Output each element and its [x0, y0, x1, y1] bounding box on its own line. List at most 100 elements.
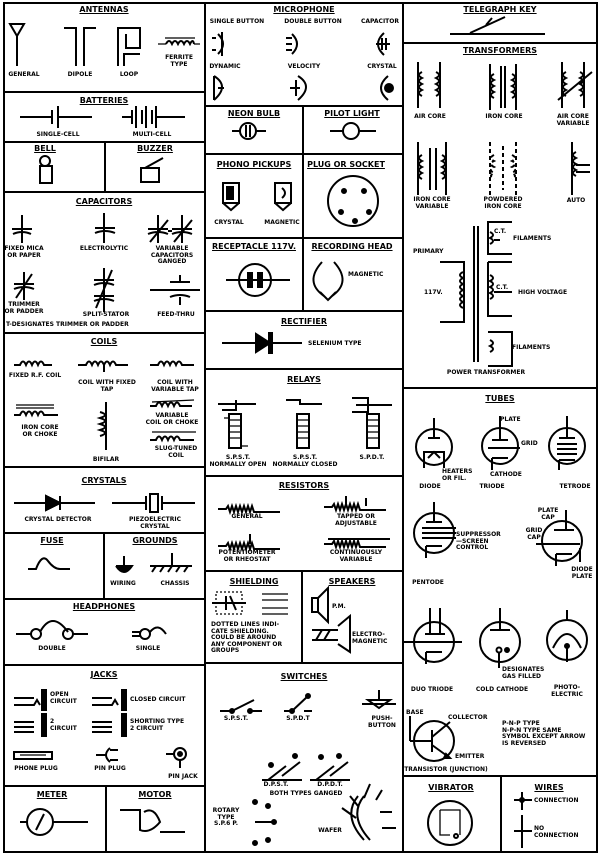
label-grid: GRID: [521, 440, 538, 447]
label-fixed-tap: COIL WITH FIXED TAP: [78, 379, 136, 393]
transformer-powdered-icon: [489, 142, 517, 195]
label-pm: P.M.: [332, 603, 346, 610]
label-air-core-variable: AIR CORE VARIABLE: [556, 113, 590, 127]
mic-crystal-icon: [380, 75, 394, 101]
label-phono-magnetic: MAGNETIC: [264, 219, 300, 226]
label-res-pot: POTENTIOMETER OR RHEOSTAT: [218, 549, 276, 563]
label-mic-capacitor: CAPACITOR: [361, 18, 399, 25]
label-power-transformer: POWER TRANSFORMER: [446, 369, 526, 376]
label-single-cell: SINGLE-CELL: [36, 131, 80, 138]
resistor-tapped-icon: [324, 496, 386, 514]
label-emitter: EMITTER: [455, 753, 485, 760]
transformer-iron-variable-icon: [417, 142, 447, 195]
mic-velocity-icon: [290, 75, 307, 101]
label-auto: AUTO: [566, 197, 586, 204]
plug-title: PLUG OR SOCKET: [307, 160, 385, 169]
label-electromagnetic: ELECTRO- MAGNETIC: [352, 631, 388, 645]
switch-wafer-icon: [341, 783, 396, 841]
label-triode: TRIODE: [479, 483, 505, 490]
mic-dynamic-icon: [213, 75, 224, 101]
label-iron-core-variable: IRON CORE VARIABLE: [413, 196, 451, 210]
label-filaments-2: FILAMENTS: [512, 344, 551, 351]
capacitor-trimmer-icon: [13, 272, 35, 300]
capacitor-fixed-icon: [12, 215, 32, 243]
capacitors-title: CAPACITORS: [75, 197, 133, 206]
coil-variable-tap-icon: [150, 360, 194, 368]
plug-socket-icon: [327, 175, 379, 227]
shielding-note: DOTTED LINES INDI- CATE SHIELDING. COULD…: [211, 621, 283, 654]
bell-title: BELL: [34, 144, 56, 153]
speakers-title: SPEAKERS: [328, 577, 376, 586]
capacitors-note: T-DESIGNATES TRIMMER OR PADDER: [6, 321, 129, 328]
switch-pushbutton-icon: [362, 690, 396, 710]
label-primary: PRIMARY: [413, 248, 444, 255]
panel-wires: [500, 775, 598, 853]
label-spdt: S.P.D.T: [286, 715, 310, 722]
label-ct-1: C.T.: [494, 228, 507, 235]
label-wafer: WAFER: [318, 827, 342, 834]
capacitor-feedthru-icon: [150, 275, 200, 305]
label-gas-filled: DESIGNATES GAS FILLED: [502, 666, 545, 680]
relay-spdt-icon: [352, 397, 392, 449]
jack-open-icon: [14, 689, 47, 711]
transformer-auto-icon: [571, 142, 590, 195]
label-iron-core: IRON CORE: [485, 113, 523, 120]
wire-no-connection-icon: [514, 815, 532, 848]
label-no-connection: NO CONNECTION: [534, 825, 579, 839]
resistor-variable-icon: [324, 537, 390, 551]
wire-connection-icon: [514, 792, 532, 810]
resistor-general-icon: [218, 502, 280, 516]
ground-chassis-icon: [150, 553, 192, 573]
rectifier-icon: [222, 332, 302, 354]
label-base: BASE: [406, 709, 424, 716]
grounds-title: GROUNDS: [132, 536, 178, 545]
label-grid-cap: GRID CAP: [525, 527, 543, 541]
label-spst: S.P.S.T.: [223, 715, 249, 722]
recording-title: RECORDING HEAD: [311, 242, 393, 251]
neon-title: NEON BULB: [227, 109, 281, 118]
label-ganged: BOTH TYPES GANGED: [269, 790, 343, 797]
recording-head-icon: [312, 261, 344, 302]
speaker-pm-icon: [311, 585, 329, 625]
power-transformer-icon: [440, 221, 513, 367]
label-open-circuit: OPEN CIRCUIT: [50, 691, 77, 705]
tube-diode-triode-icon: [536, 510, 583, 566]
phone-plug-icon: [13, 751, 53, 760]
neon-bulb-icon: [232, 122, 266, 140]
relay-nc-icon: [286, 399, 322, 449]
crystal-detector-icon: [14, 494, 95, 512]
label-2-circuit: 2 CIRCUIT: [50, 718, 77, 732]
buzzer-title: BUZZER: [137, 144, 173, 153]
capacitor-electrolytic-icon: [94, 213, 116, 243]
label-variable-tap: COIL WITH VARIABLE TAP: [151, 379, 199, 393]
tube-diode-icon: [415, 418, 453, 468]
jack-shorting-icon: [92, 713, 127, 737]
label-pentode: PENTODE: [412, 579, 444, 586]
battery-single-icon: [20, 106, 92, 128]
label-multi-cell: MULTI-CELL: [132, 131, 172, 138]
label-heaters: HEATERS OR FIL.: [442, 468, 473, 482]
antenna-ferrite-icon: [158, 37, 200, 47]
label-cold-cathode: COLD CATHODE: [475, 686, 529, 693]
label-pin-plug: PIN PLUG: [94, 765, 126, 772]
coil-bifilar-icon: [96, 402, 107, 450]
fuse-icon: [28, 557, 70, 570]
label-res-tapped: TAPPED OR ADJUSTABLE: [335, 513, 377, 527]
transformer-iron-icon: [489, 64, 517, 110]
label-phono-crystal: CRYSTAL: [214, 219, 244, 226]
pilot-title: PILOT LIGHT: [324, 109, 380, 118]
label-iron-core-choke: IRON CORE OR CHOKE: [21, 424, 59, 438]
transformer-air-icon: [417, 62, 441, 108]
label-push: PUSH- BUTTON: [368, 715, 396, 729]
label-relay-spdt: S.P.D.T.: [359, 454, 385, 461]
tube-pentode-icon: [413, 502, 456, 558]
label-split-stator: SPLIT-STATOR: [82, 311, 130, 318]
switches-title: SWITCHES: [280, 672, 328, 681]
meter-icon: [20, 808, 88, 836]
capacitor-variable-icon: [147, 215, 193, 243]
label-dpst: D.P.S.T.: [263, 781, 289, 788]
resistor-pot-icon: [218, 534, 280, 553]
switch-spdt-icon: [284, 693, 312, 714]
vibrator-title: VIBRATOR: [428, 783, 474, 792]
